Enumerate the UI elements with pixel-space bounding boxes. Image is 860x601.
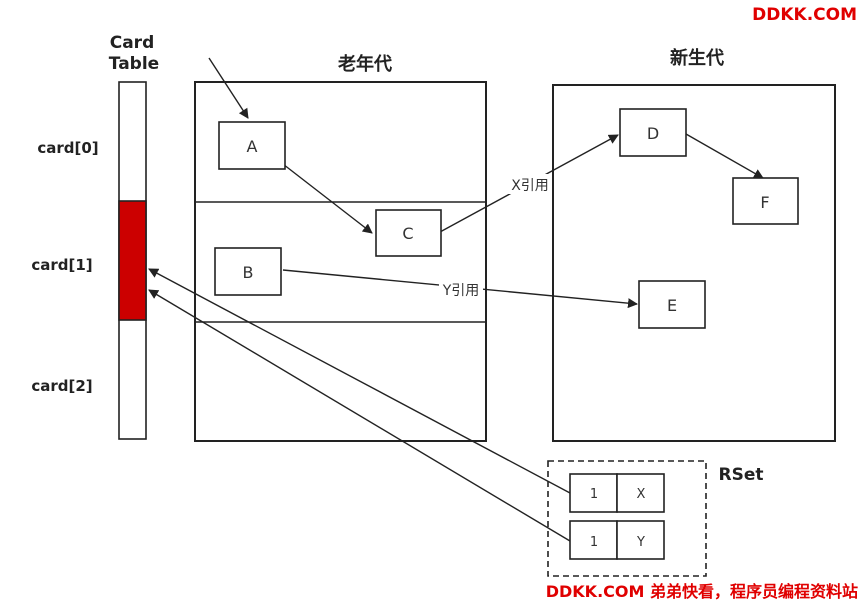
node-a-label: A xyxy=(247,137,258,156)
rset-row-y-ref: Y xyxy=(636,535,645,550)
rset-row-x-ref: X xyxy=(637,487,646,502)
node-c-label: C xyxy=(402,224,413,243)
card-table-title-line1: Card xyxy=(110,33,155,53)
rset-container xyxy=(547,460,707,577)
node-f: F xyxy=(732,177,799,225)
edge-label-y-ref: Y引用 xyxy=(442,283,480,299)
card-1-dirty-segment xyxy=(118,200,147,321)
node-b: B xyxy=(214,247,282,296)
node-e: E xyxy=(638,280,706,329)
watermark-top: DDKK.COM xyxy=(752,5,857,25)
arrow-entry-to-a xyxy=(208,57,249,119)
arrow-d-to-f xyxy=(685,133,764,179)
young-gen-region xyxy=(552,84,836,442)
edge-label-x-bg xyxy=(508,174,552,194)
node-b-label: B xyxy=(243,263,254,282)
arrow-rset-x-to-card1 xyxy=(148,268,571,494)
card-label-1: card[1] xyxy=(31,256,92,274)
watermark-bottom: DDKK.COM 弟弟快看，程序员编程资料站 xyxy=(546,582,858,601)
card-table-title-line2: Table xyxy=(109,54,159,74)
node-d: D xyxy=(619,108,687,157)
old-gen-region xyxy=(194,81,487,442)
rset-row-y: 1 Y xyxy=(569,520,665,560)
rset-row-y-index: 1 xyxy=(590,535,598,550)
card-label-0: card[0] xyxy=(37,139,98,157)
node-a: A xyxy=(218,121,286,170)
rset-row-x-index: 1 xyxy=(590,487,598,502)
card-label-2: card[2] xyxy=(31,377,92,395)
arrow-a-to-c xyxy=(269,153,373,234)
arrow-rset-y-to-card1 xyxy=(148,289,571,542)
rset-title: RSet xyxy=(719,465,764,485)
rset-row-x: 1 X xyxy=(569,473,665,513)
edge-label-x-ref: X引用 xyxy=(511,178,549,194)
node-f-label: F xyxy=(760,193,769,212)
edge-label-y-bg xyxy=(439,280,483,300)
young-gen-title: 新生代 xyxy=(670,47,724,69)
node-e-label: E xyxy=(667,296,677,315)
old-gen-title: 老年代 xyxy=(338,53,392,75)
node-d-label: D xyxy=(647,124,659,143)
node-c: C xyxy=(375,209,442,257)
